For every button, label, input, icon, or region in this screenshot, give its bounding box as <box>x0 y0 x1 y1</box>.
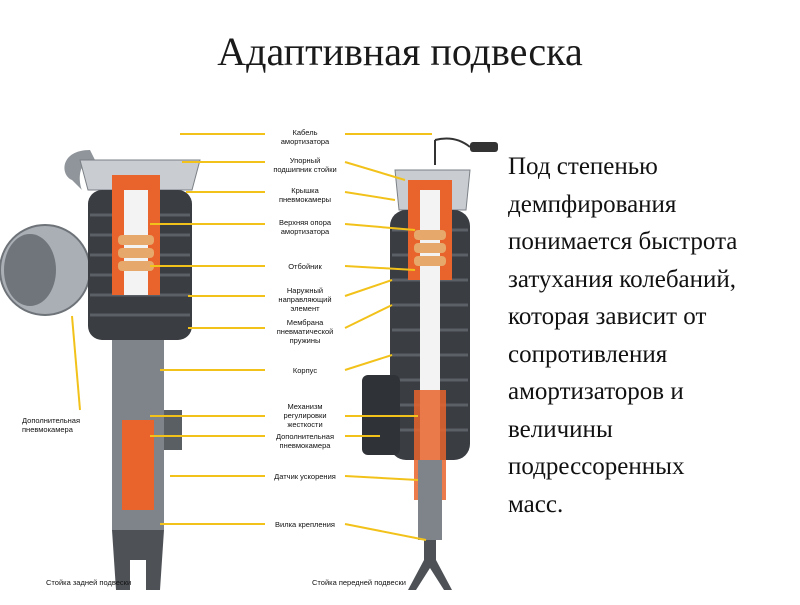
label-housing: Корпус <box>292 366 318 375</box>
slide-title: Адаптивная подвеска <box>217 29 583 74</box>
label-stiffness-adjustment: Механизм регулировки жесткости <box>283 402 327 429</box>
body-line: демпфирования <box>508 190 677 218</box>
leader-lines <box>71 133 432 541</box>
front-mounting-fork <box>408 540 452 590</box>
body-line: понимается быстрота <box>508 228 738 255</box>
label-acceleration-sensor: Датчик ускорения <box>274 472 336 481</box>
label-bump-stop: Отбойник <box>288 262 322 271</box>
body-line: подрессоренных <box>508 453 685 480</box>
label-mounting-fork: Вилка крепления <box>275 520 335 529</box>
rear-bump-stop <box>118 235 154 271</box>
body-line: сопротивления <box>508 340 668 368</box>
rear-mounting-fork <box>112 530 164 590</box>
sphere-opening <box>4 234 56 306</box>
label-shock-cable: Кабель амортизатора <box>280 128 330 146</box>
label-left-additional-air-chamber: Дополнительная пневмокамера <box>22 416 81 434</box>
suspension-strut-diagram: Кабель амортизатора Упорный подшипник ст… <box>0 120 500 600</box>
label-additional-air-chamber: Дополнительная пневмокамера <box>275 432 335 450</box>
caption-front-strut: Стойка передней подвески <box>312 578 406 587</box>
rear-strut <box>0 150 201 590</box>
label-air-spring-membrane: Мембрана пневматической пружины <box>276 318 334 345</box>
rear-valve-block <box>164 410 182 450</box>
body-line: затухания колебаний, <box>508 265 737 293</box>
front-cable-connector <box>470 142 498 152</box>
front-bump-stop <box>414 230 446 266</box>
label-outer-guide-element: Наружный направляющий элемент <box>278 286 332 313</box>
body-line: величины <box>508 415 613 443</box>
diagram-illustration <box>0 133 498 590</box>
body-line: амортизаторов и <box>508 378 684 405</box>
label-strut-thrust-bearing: Упорный подшипник стойки <box>273 156 337 174</box>
body-line: Под степенью <box>508 153 658 180</box>
label-upper-shock-mount: Верхняя опора амортизатора <box>278 218 332 236</box>
label-air-chamber-cover: Крышка пневмокамеры <box>278 186 332 204</box>
caption-rear-strut: Стойка задней подвески <box>46 578 132 587</box>
rear-damper-cutaway <box>122 420 154 510</box>
body-text: Под степенью демпфирования понимается бы… <box>508 148 798 523</box>
body-line: масс. <box>508 490 564 518</box>
front-strut <box>362 137 498 590</box>
body-line: которая зависит от <box>508 303 707 330</box>
front-damper-tube <box>418 460 442 540</box>
